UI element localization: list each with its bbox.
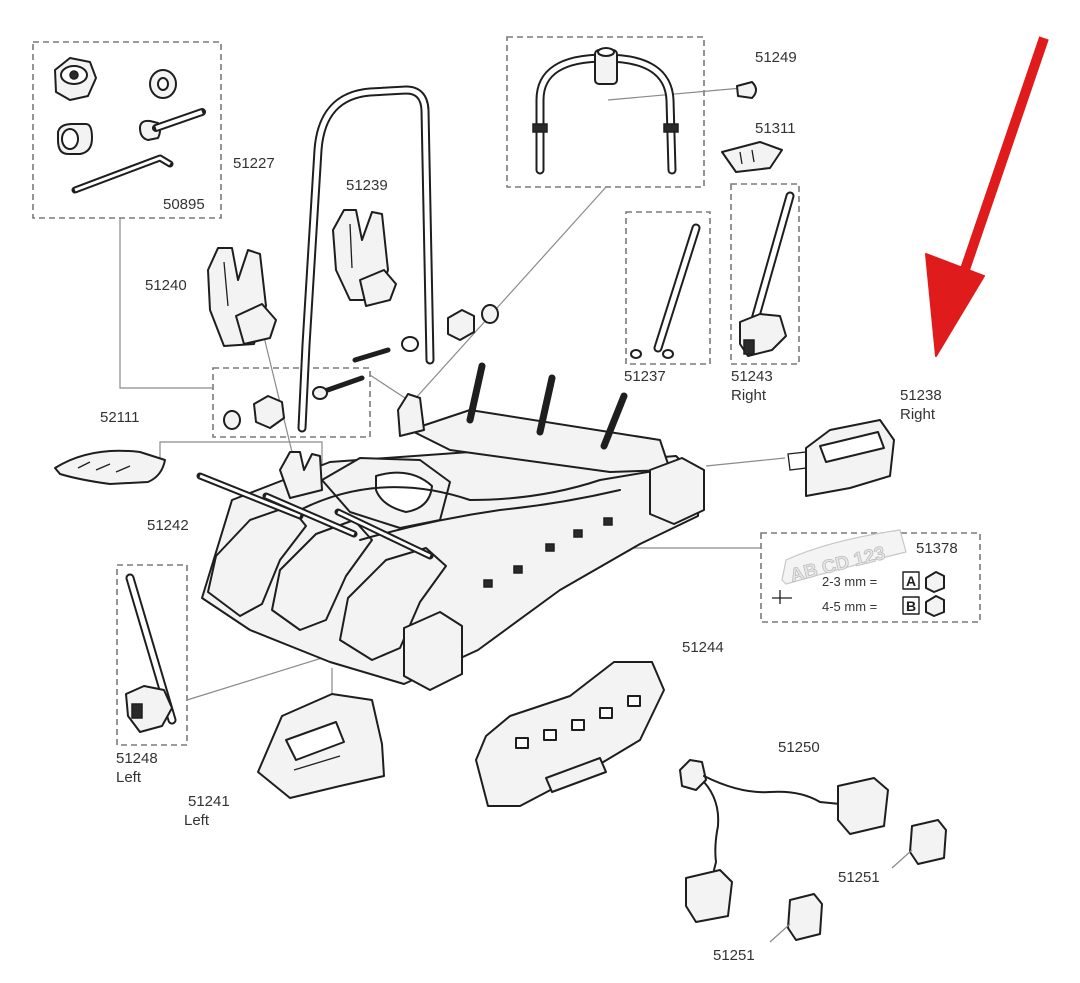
legend-row2-range: 4-5 mm = [822,599,877,614]
group-box-51378 [760,532,981,623]
label-51311: 51311 [755,120,796,137]
label-51251-a: 51251 [838,869,880,886]
legend-row1-range: 2-3 mm = [822,574,877,589]
label-51238: 51238 [900,387,942,404]
label-51227: 51227 [233,155,275,172]
part-51240-wheel-holder [207,247,277,347]
part-51227-frame-hoop [297,85,435,433]
label-51248-side: Left [116,769,142,786]
part-51249-51311-hoop-detail [532,47,783,175]
part-51378-plate-legend: AB CD 123 2-3 mm = A 4-5 mm = B [772,529,945,617]
part-main-carrier-body [196,362,705,691]
label-51378: 51378 [916,540,958,557]
label-51251-b: 51251 [713,947,755,964]
part-bolt-group [223,304,499,430]
legend-row2-letter: B [906,598,916,614]
part-51248-arm-left [125,573,177,733]
label-51242: 51242 [147,517,189,534]
group-box-51237 [625,211,711,365]
red-pointer-arrow [925,36,1049,357]
part-50895-kit [54,57,206,194]
part-51239-wheel-holder [332,209,397,307]
group-box-50895 [32,41,222,219]
label-51244: 51244 [682,639,724,656]
label-51241: 51241 [188,793,230,810]
label-51241-side: Left [184,812,210,829]
label-50895: 50895 [163,196,205,213]
group-box-51248 [116,564,188,746]
label-51249: 51249 [755,49,797,66]
part-51250-wiring [679,759,947,943]
label-52111: 52111 [100,409,140,426]
part-51237-rod [630,223,701,359]
label-51248: 51248 [116,750,158,767]
label-51250: 51250 [778,739,820,756]
label-51238-side: Right [900,406,936,423]
label-51237: 51237 [624,368,666,385]
label-51240: 51240 [145,277,187,294]
part-51243-arm-right [739,191,795,357]
part-51244-underplate [475,661,665,807]
label-51243: 51243 [731,368,773,385]
legend-row1-letter: A [906,573,916,589]
group-box-51243 [730,183,800,365]
label-51243-side: Right [731,387,767,404]
part-52111-cover [54,449,166,485]
group-box-bolts [212,367,371,438]
part-51238-light-right [787,419,895,497]
part-51241-light-left [257,693,385,799]
label-51239: 51239 [346,177,388,194]
